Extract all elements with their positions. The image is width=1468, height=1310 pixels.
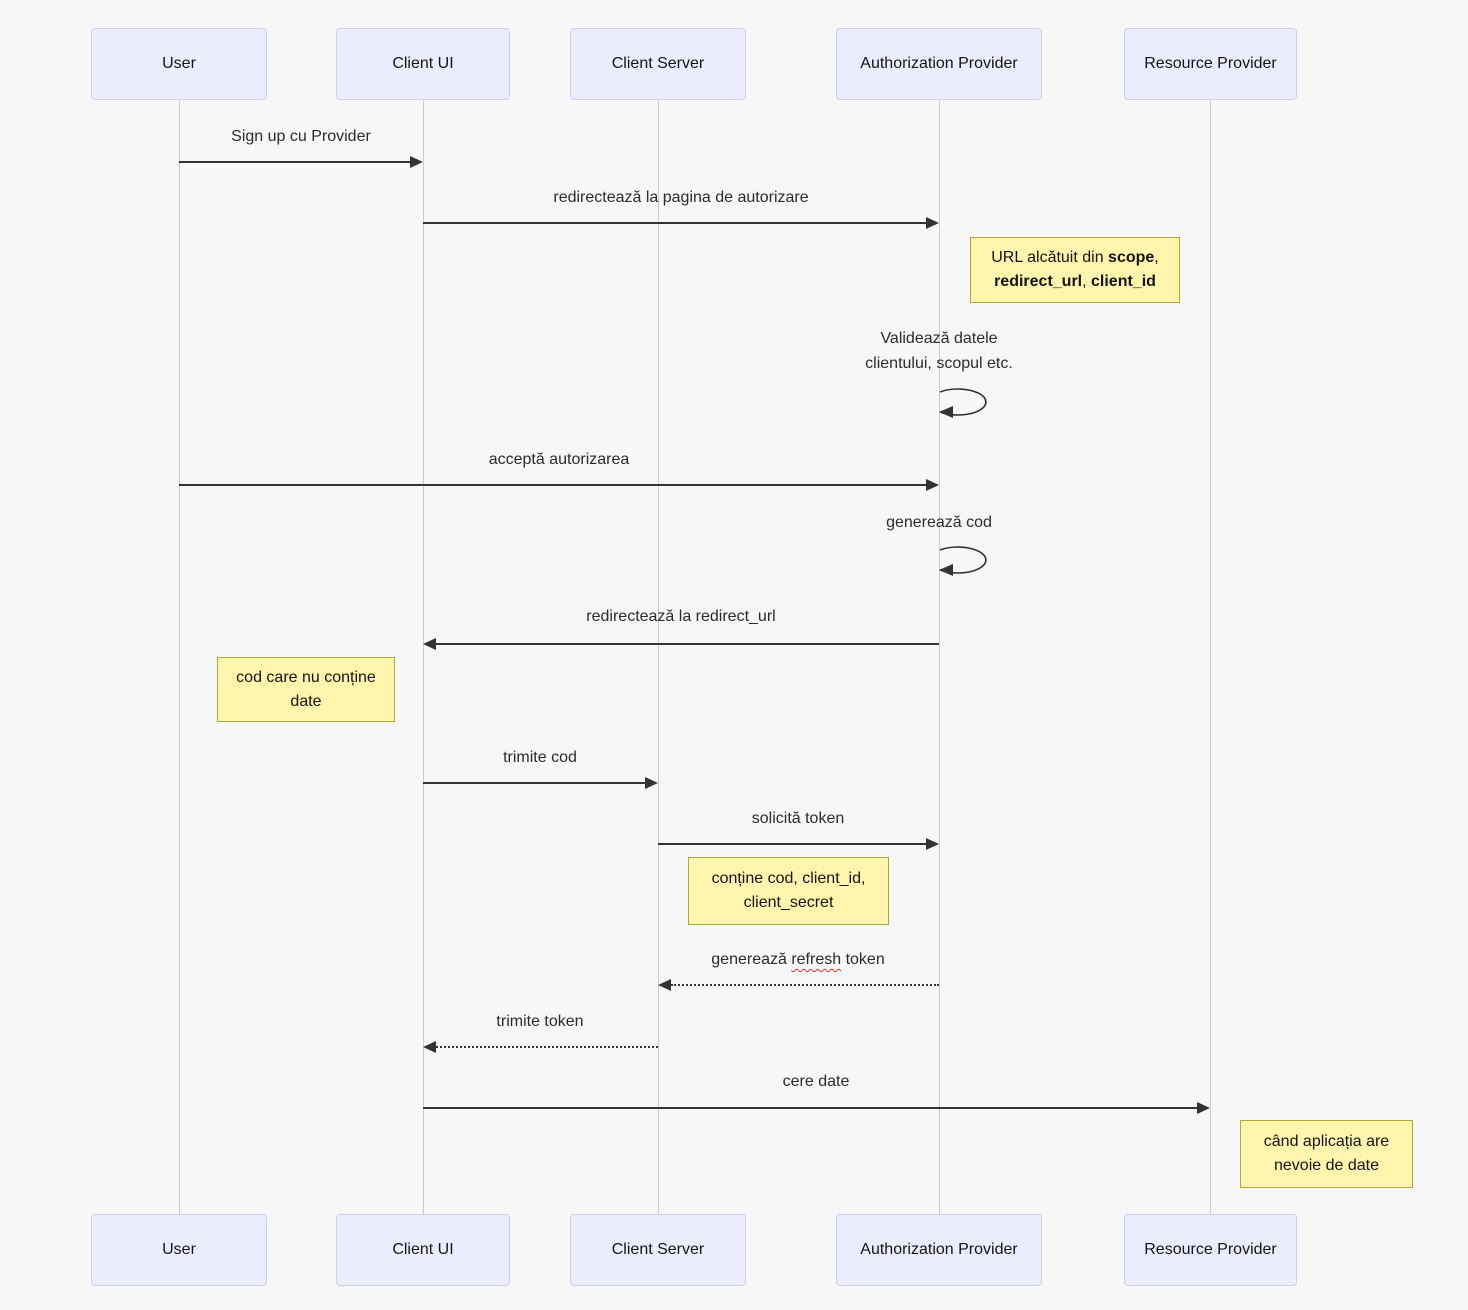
arrowhead-left-icon [423, 638, 436, 650]
note-text-part: URL alcătuit din [991, 249, 1109, 266]
note-text-part: , [1082, 273, 1092, 290]
message-line-send-token [436, 1046, 658, 1048]
message-label-accept-authorization: acceptă autorizarea [488, 451, 630, 468]
message-line-send-code [423, 782, 646, 784]
actor-label: Client UI [392, 1241, 454, 1258]
note-code-no-data: cod care nu conține date [217, 657, 395, 722]
lifeline-authorization-provider [939, 100, 940, 1214]
message-line-generate-refresh-token [671, 984, 939, 986]
actor-bottom-authorization-provider: Authorization Provider [836, 1214, 1042, 1286]
self-message-validate: Validează datele clientului, scopul etc. [789, 326, 1089, 376]
actor-label: Client Server [611, 55, 705, 72]
actor-bottom-client-server: Client Server [570, 1214, 746, 1286]
self-message-line1: generează cod [886, 514, 992, 531]
arrowhead-right-icon [645, 777, 658, 789]
arrowhead-right-icon [926, 217, 939, 229]
actor-bottom-client-ui: Client UI [336, 1214, 510, 1286]
note-token-request-contents: conține cod, client_id, client_secret [688, 857, 889, 925]
message-line-sign-up [179, 161, 411, 163]
message-line-request-token [658, 843, 927, 845]
lifeline-client-ui [423, 100, 424, 1214]
message-line-accept-authorization [179, 484, 927, 486]
actor-top-client-server: Client Server [570, 28, 746, 100]
message-label-generate-refresh-token: generează refresh token [598, 951, 998, 969]
actor-label: Authorization Provider [860, 1241, 1018, 1258]
self-message-generate-code: generează cod [789, 510, 1089, 535]
message-label-sign-up: Sign up cu Provider [231, 128, 371, 145]
actor-label: Client Server [611, 1241, 705, 1258]
message-label-redirect-url: redirectează la redirect_url [586, 608, 776, 625]
self-message-line2: clientului, scopul etc. [865, 355, 1013, 372]
self-loop-icon [939, 546, 987, 576]
actor-bottom-resource-provider: Resource Provider [1124, 1214, 1297, 1286]
message-label-request-token: solicită token [751, 810, 845, 827]
note-text-part: , [1154, 249, 1159, 266]
actor-label: Resource Provider [1144, 1241, 1277, 1258]
note-text-bold: scope [1108, 249, 1155, 266]
note-text: cod care nu conține date [236, 668, 376, 710]
message-label-send-code: trimite cod [503, 749, 577, 766]
self-loop-icon [939, 388, 987, 418]
actor-top-authorization-provider: Authorization Provider [836, 28, 1042, 100]
arrowhead-right-icon [926, 479, 939, 491]
label-part: generează [711, 951, 792, 968]
message-line-redirect-url [436, 643, 939, 645]
label-part-misspelled: refresh [791, 951, 842, 968]
lifeline-resource-provider [1210, 100, 1211, 1214]
arrowhead-right-icon [410, 156, 423, 168]
actor-top-client-ui: Client UI [336, 28, 510, 100]
note-url-components: URL alcătuit din scope, redirect_url, cl… [970, 237, 1180, 303]
arrowhead-right-icon [926, 838, 939, 850]
note-text-bold: client_id [1091, 273, 1156, 290]
label-part: token [841, 951, 885, 968]
self-message-line1: Validează datele [880, 330, 998, 347]
actor-label: Client UI [392, 55, 454, 72]
actor-label: Authorization Provider [860, 55, 1018, 72]
arrowhead-left-icon [658, 979, 671, 991]
note-when-app-needs-data: când aplicația are nevoie de date [1240, 1120, 1413, 1188]
actor-top-user: User [91, 28, 267, 100]
note-text-bold: redirect_url [994, 273, 1083, 290]
message-label-redirect-auth-page: redirectează la pagina de autorizare [553, 189, 809, 206]
actor-label: Resource Provider [1144, 55, 1277, 72]
note-text: conține cod, client_id, client_secret [711, 870, 866, 911]
message-label-request-data: cere date [782, 1073, 850, 1090]
actor-top-resource-provider: Resource Provider [1124, 28, 1297, 100]
actor-label: User [162, 1241, 196, 1258]
actor-bottom-user: User [91, 1214, 267, 1286]
message-line-redirect-auth-page [423, 222, 927, 224]
arrowhead-right-icon [1197, 1102, 1210, 1114]
arrowhead-left-icon [423, 1041, 436, 1053]
note-text: URL alcătuit din scope, redirect_url, cl… [991, 246, 1159, 294]
message-line-request-data [423, 1107, 1198, 1109]
lifeline-user [179, 100, 180, 1214]
actor-label: User [162, 55, 196, 72]
note-text: când aplicația are nevoie de date [1263, 1133, 1390, 1174]
lifeline-client-server [658, 100, 659, 1214]
message-label-send-token: trimite token [496, 1013, 584, 1030]
